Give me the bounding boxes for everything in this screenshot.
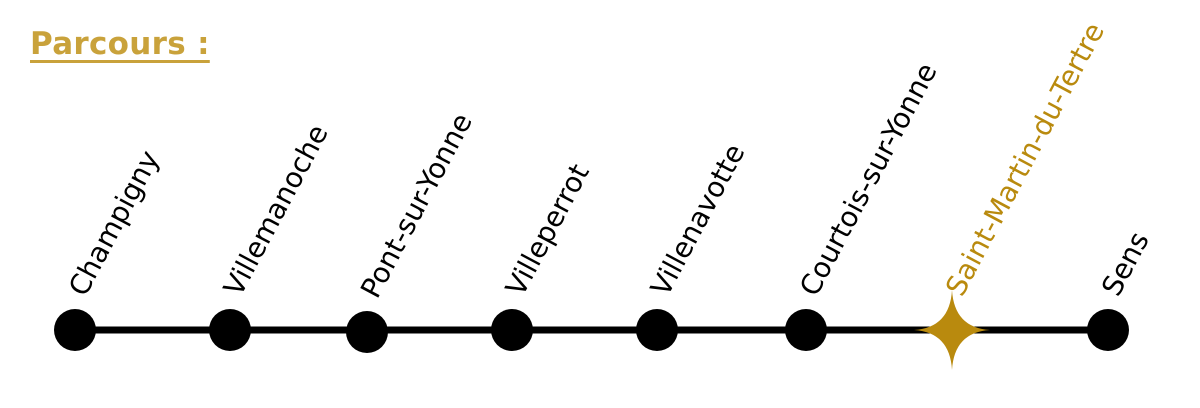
stop-5: Courtois-sur-Yonne bbox=[785, 57, 944, 351]
stop-4: Villenavotte bbox=[636, 138, 752, 351]
stop-0: Champigny bbox=[54, 145, 166, 351]
dot-icon bbox=[785, 309, 827, 351]
star-icon bbox=[914, 290, 990, 370]
stop-3: Villeperrot bbox=[491, 159, 596, 351]
stop-label: Courtois-sur-Yonne bbox=[793, 57, 944, 301]
page-title: Parcours : bbox=[30, 26, 210, 62]
dot-icon bbox=[346, 311, 388, 353]
dot-icon bbox=[1087, 309, 1129, 351]
dot-icon bbox=[491, 309, 533, 351]
stop-label: Villenavotte bbox=[644, 138, 751, 301]
dot-icon bbox=[636, 309, 678, 351]
stop-label: Saint-Martin-du-Tertre bbox=[939, 17, 1111, 301]
dot-icon bbox=[209, 309, 251, 351]
stop-2: Pont-sur-Yonne bbox=[346, 108, 479, 353]
stop-label: Villeperrot bbox=[499, 159, 596, 302]
stop-label: Sens bbox=[1095, 226, 1156, 301]
stop-6: Saint-Martin-du-Tertre bbox=[914, 17, 1111, 370]
stop-7: Sens bbox=[1087, 226, 1156, 351]
stop-label: Villemanoche bbox=[217, 119, 335, 301]
stop-1: Villemanoche bbox=[209, 119, 335, 351]
stop-label: Champigny bbox=[62, 145, 166, 301]
stop-label: Pont-sur-Yonne bbox=[354, 108, 479, 304]
dot-icon bbox=[54, 309, 96, 351]
